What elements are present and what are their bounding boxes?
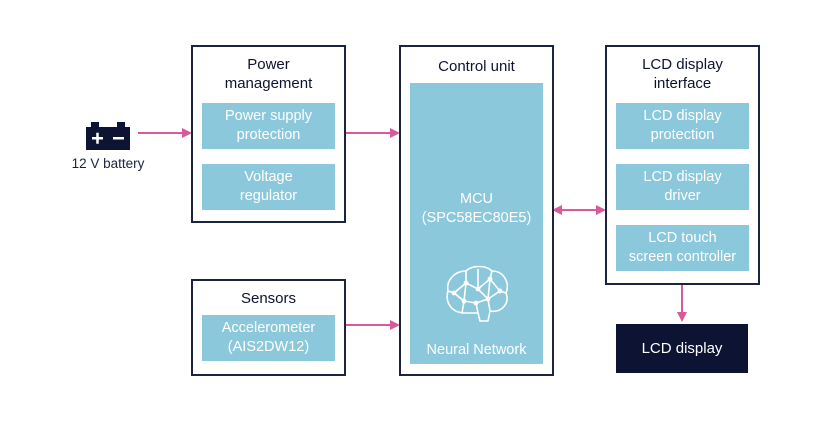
control-unit-title: Control unit: [438, 58, 515, 75]
power-title-line1: Power: [247, 56, 290, 73]
mcu-block: MCU (SPC58EC80E5): [410, 83, 543, 364]
power-block1-line1: Power supply: [224, 108, 313, 124]
battery-label: 12 V battery: [71, 156, 145, 171]
sensors-block1-line2: (AIS2DW12): [227, 339, 310, 355]
lcd-block2-line1: LCD display: [643, 169, 722, 185]
lcd-interface-box: LCD display interface LCD display protec…: [605, 45, 760, 285]
power-management-title: Power management: [193, 55, 344, 93]
lcd-block3-line2: screen controller: [628, 249, 737, 265]
power-block1-line2: protection: [236, 127, 301, 143]
sensors-block1-line1: Accelerometer: [221, 320, 316, 336]
lcd-block1-line1: LCD display: [643, 108, 722, 124]
power-management-box: Power management Power supply protection…: [191, 45, 346, 223]
lcd-display-driver-block: LCD display driver: [616, 164, 749, 210]
mcu-label: MCU (SPC58EC80E5): [410, 190, 543, 228]
lcd-block3-line1: LCD touch: [648, 230, 717, 246]
lcd-display-protection-block: LCD display protection: [616, 103, 749, 149]
neural-network-label: Neural Network: [426, 342, 527, 358]
lcd-interface-title: LCD display interface: [607, 55, 758, 93]
sensors-box: Sensors Accelerometer (AIS2DW12): [191, 279, 346, 376]
battery-icon: [84, 119, 132, 151]
lcd-display-block: LCD display: [616, 324, 748, 373]
sensors-title: Sensors: [240, 290, 297, 307]
lcd-block1-line2: protection: [650, 127, 715, 143]
control-unit-box: Control unit MCU (SPC58EC80E5): [399, 45, 554, 376]
lcd-touch-screen-controller-block: LCD touch screen controller: [616, 225, 749, 271]
accelerometer-block: Accelerometer (AIS2DW12): [202, 315, 335, 361]
power-block2-line2: regulator: [239, 188, 298, 204]
voltage-regulator-block: Voltage regulator: [202, 164, 335, 210]
mcu-line2: (SPC58EC80E5): [421, 210, 532, 226]
power-block2-line1: Voltage: [244, 169, 293, 185]
mcu-line1: MCU: [459, 191, 494, 207]
brain-icon: [442, 263, 512, 325]
power-title-line2: management: [224, 75, 313, 92]
power-supply-protection-block: Power supply protection: [202, 103, 335, 149]
lcd-title-line2: interface: [653, 75, 712, 92]
lcd-title-line1: LCD display: [642, 56, 723, 73]
lcd-block2-line2: driver: [664, 188, 701, 204]
